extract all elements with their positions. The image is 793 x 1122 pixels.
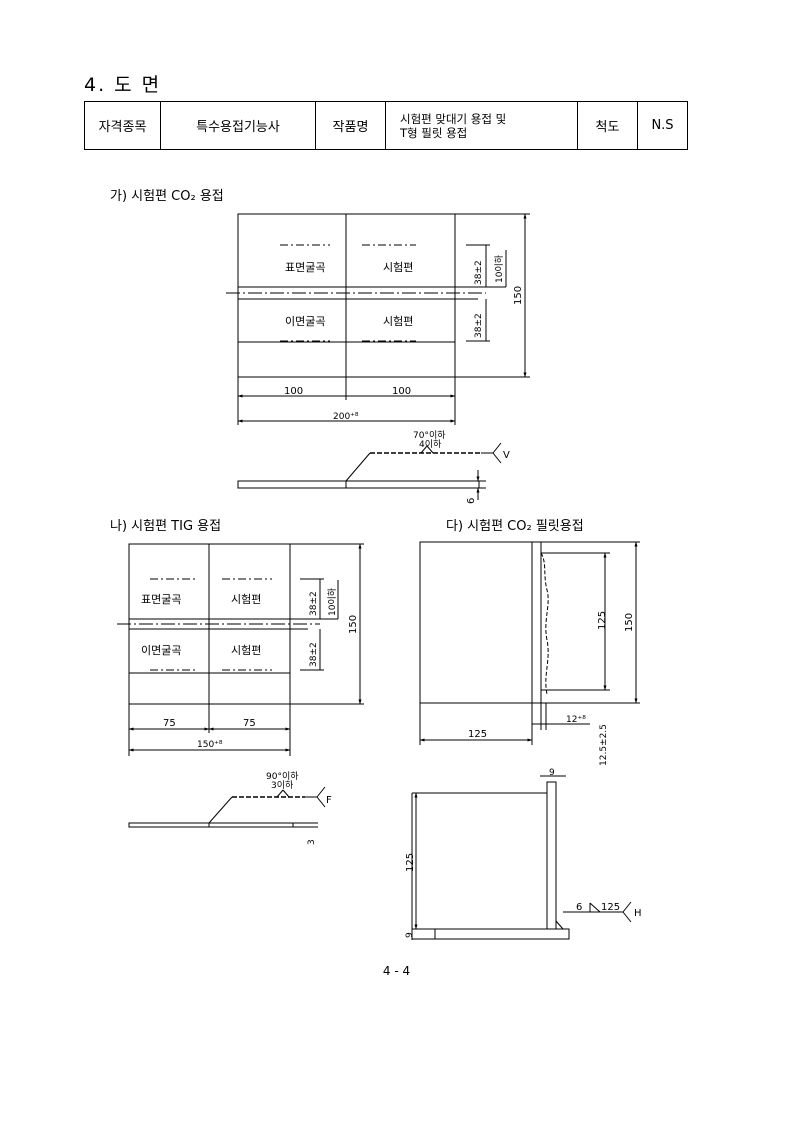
section-b-title: 나) 시험편 TIG 용접 (110, 519, 222, 534)
c-fillet-size: 6 (576, 902, 582, 913)
label-scale: 척도 (577, 101, 638, 150)
b-angle-note: 90°이하 (266, 771, 299, 782)
a-dim-total: 200⁺⁸ (333, 412, 359, 422)
work-value: 시험편 맞대기 용접 및 T형 필릿 용접 (385, 101, 578, 150)
c-dim-12: 12⁺⁸ (566, 715, 586, 725)
a-label-top-left: 표면굴곡 (285, 261, 325, 274)
c-dim-125-inner: 125 (597, 611, 608, 630)
a-label-bottom-right: 시험편 (383, 315, 413, 328)
a-weld-symbol: V (503, 450, 510, 461)
a-thickness: 6 (466, 498, 477, 504)
b-thickness: 3 (307, 839, 317, 845)
c-fillet-length: 125 (601, 902, 620, 913)
info-table: 자격종목 특수용접기능사 작품명 시험편 맞대기 용접 및 T형 필릿 용접 척… (84, 101, 688, 150)
section-b-plate (117, 543, 364, 756)
a-dim-100-left: 100 (284, 386, 303, 397)
a-dim-38-bottom: 38±2 (474, 313, 484, 338)
qualification-value: 특수용접기능사 (160, 101, 316, 150)
b-dim-38-bottom: 38±2 (309, 642, 319, 667)
section-b-weld-view (128, 786, 326, 828)
b-dim-38-top: 38±2 (309, 591, 319, 616)
section-c-title: 다) 시험편 CO₂ 필릿용접 (446, 519, 584, 534)
section-a-weld-view (237, 442, 502, 500)
c-weld-symbol: H (634, 908, 642, 919)
section-c-elevation (411, 775, 632, 940)
label-work: 작품명 (315, 101, 386, 150)
page-heading: 4. 도 면 (84, 74, 162, 96)
b-label-bottom-right: 시험편 (231, 644, 261, 657)
b-label-top-right: 시험편 (231, 593, 261, 606)
page-number: 4 - 4 (382, 964, 411, 978)
c-dim-150: 150 (624, 613, 635, 632)
c-dim-12-5: 12.5±2.5 (599, 724, 609, 766)
c-dim-9-left: 9 (405, 932, 415, 938)
a-dim-gap: 10이하 (494, 254, 505, 283)
a-dim-38-top: 38±2 (474, 260, 484, 285)
b-gap-note: 3이하 (271, 780, 294, 791)
b-dim-75-left: 75 (163, 718, 176, 729)
b-dim-total: 150⁺⁸ (197, 740, 223, 750)
a-label-bottom-left: 이면굴곡 (285, 315, 325, 328)
work-line1: 시험편 맞대기 용접 및 (400, 111, 507, 126)
a-dim-100-right: 100 (392, 386, 411, 397)
scale-value: N.S (637, 101, 688, 150)
b-dim-150: 150 (348, 615, 359, 634)
b-weld-symbol: F (326, 795, 332, 806)
a-gap-note: 4이하 (419, 439, 442, 450)
b-label-bottom-left: 이면굴곡 (141, 644, 181, 657)
b-dim-75-right: 75 (243, 718, 256, 729)
b-dim-gap: 10이하 (327, 587, 338, 616)
c-dim-125-height: 125 (405, 853, 416, 872)
section-c-plan (419, 541, 640, 745)
a-dim-150: 150 (513, 286, 524, 305)
label-qualification: 자격종목 (84, 101, 161, 150)
work-line2: T형 필릿 용접 (400, 125, 468, 140)
c-dim-9-top: 9 (549, 768, 555, 778)
a-label-top-right: 시험편 (383, 261, 413, 274)
a-angle-note: 70°이하 (413, 430, 446, 441)
c-dim-125-width: 125 (468, 729, 487, 740)
b-label-top-left: 표면굴곡 (141, 593, 181, 606)
section-a-plate (226, 213, 530, 425)
section-a-title: 가) 시험편 CO₂ 용접 (110, 189, 224, 204)
